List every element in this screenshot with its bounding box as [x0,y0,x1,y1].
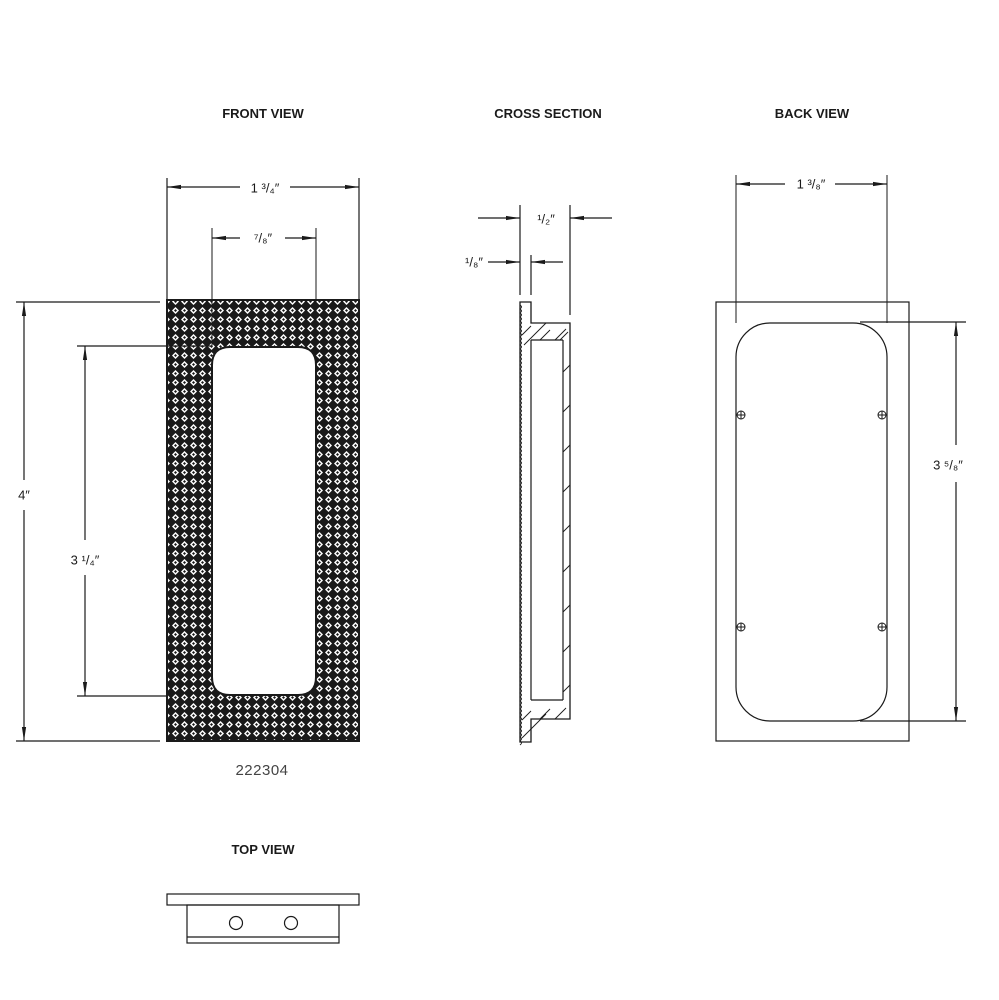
front-plate-knurled [166,299,360,742]
dim-cross-flange: ¹/₈″ [462,254,486,270]
dim-cross-depth: ¹/₂″ [534,211,558,227]
dim-front-overall-height: 4″ [15,487,33,503]
part-number: 222304 [235,762,289,779]
screw-holes [736,410,887,632]
cross-section-title: CROSS SECTION [494,106,602,121]
dim-front-opening-height: 3 ¹/₄″ [67,552,103,568]
top-view-title: TOP VIEW [231,842,295,857]
cross-section-profile [519,301,571,743]
dim-front-opening-width: ⁷/₈″ [250,230,276,246]
back-view-title: BACK VIEW [774,106,850,121]
back-plate-outline [715,301,910,742]
top-view [166,893,360,944]
back-recess-outline [735,322,888,722]
cross-section-view [478,205,612,746]
back-view [715,175,966,742]
dim-front-overall-width: 1 ³/₄″ [247,180,283,196]
dim-back-width: 1 ³/₈″ [793,176,829,192]
front-view [16,178,360,742]
dim-back-height: 3 ⁵/₈″ [930,457,966,473]
front-view-title: FRONT VIEW [222,106,304,121]
